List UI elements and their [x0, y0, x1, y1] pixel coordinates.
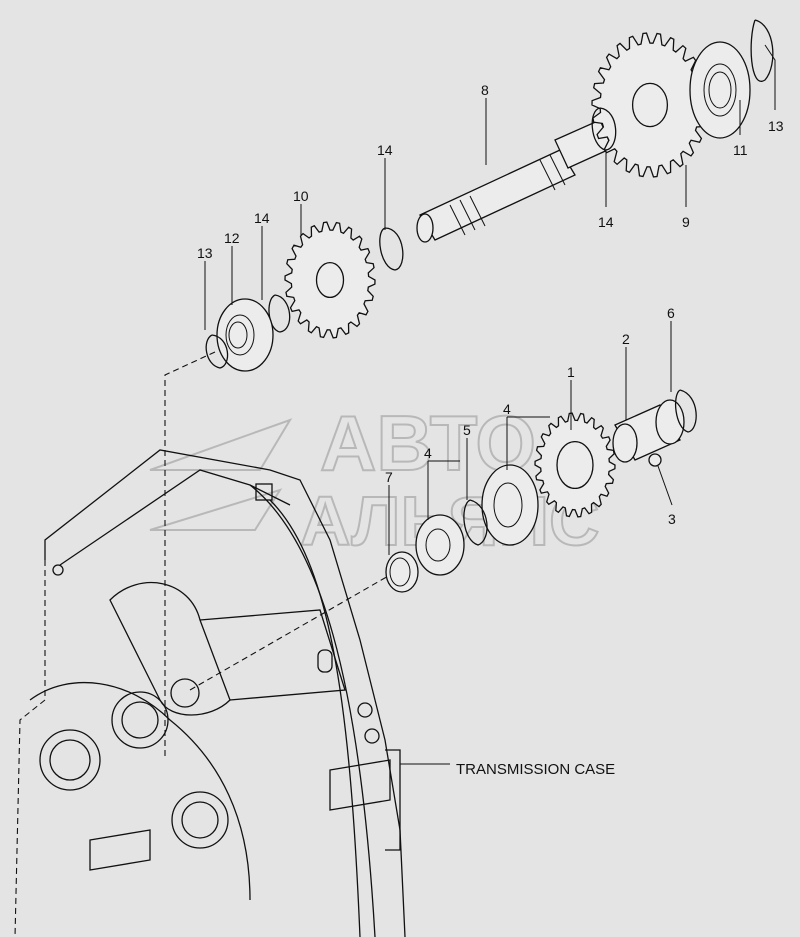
shaft-8 — [416, 119, 613, 243]
snap-ring-13 — [750, 19, 774, 82]
callout-13: 13 — [197, 245, 213, 261]
bearing-4 — [481, 464, 539, 546]
callout-11: 11 — [733, 142, 748, 158]
center-line — [189, 574, 391, 691]
callout-5: 5 — [463, 422, 471, 438]
snap-ring-6 — [674, 389, 697, 433]
callout-6: 6 — [667, 305, 675, 321]
snap-ring-5 — [463, 499, 488, 546]
callout-1: 1 — [567, 364, 575, 380]
transmission-case-label: TRANSMISSION CASE — [456, 761, 615, 778]
callout-10: 10 — [293, 188, 309, 204]
transmission-case — [14, 449, 406, 937]
callout-13: 13 — [768, 118, 784, 134]
callout-14: 14 — [254, 210, 270, 226]
callout-14: 14 — [598, 214, 614, 230]
center-line — [164, 351, 216, 620]
gear-9 — [591, 32, 709, 178]
gear-10 — [284, 221, 376, 339]
callout-3: 3 — [668, 511, 676, 527]
snap-ring-14 — [379, 227, 404, 271]
ball-3 — [648, 453, 662, 467]
callout-9: 9 — [682, 214, 690, 230]
snap-ring-14 — [591, 107, 617, 151]
bearing-11 — [689, 41, 751, 139]
bushing-7 — [385, 551, 419, 593]
bearing-4 — [415, 514, 465, 576]
gear-1 — [534, 412, 616, 518]
shaft-2 — [612, 399, 685, 463]
callout-8: 8 — [481, 82, 489, 98]
callout-4: 4 — [424, 445, 432, 461]
bearing-12 — [216, 298, 274, 372]
callout-4: 4 — [503, 401, 511, 417]
callout-7: 7 — [385, 469, 393, 485]
snap-ring-13 — [205, 334, 229, 369]
callout-2: 2 — [622, 331, 630, 347]
leader-lines — [204, 44, 776, 765]
callout-14: 14 — [377, 142, 393, 158]
callout-12: 12 — [224, 230, 240, 246]
snap-ring-14 — [268, 294, 291, 333]
